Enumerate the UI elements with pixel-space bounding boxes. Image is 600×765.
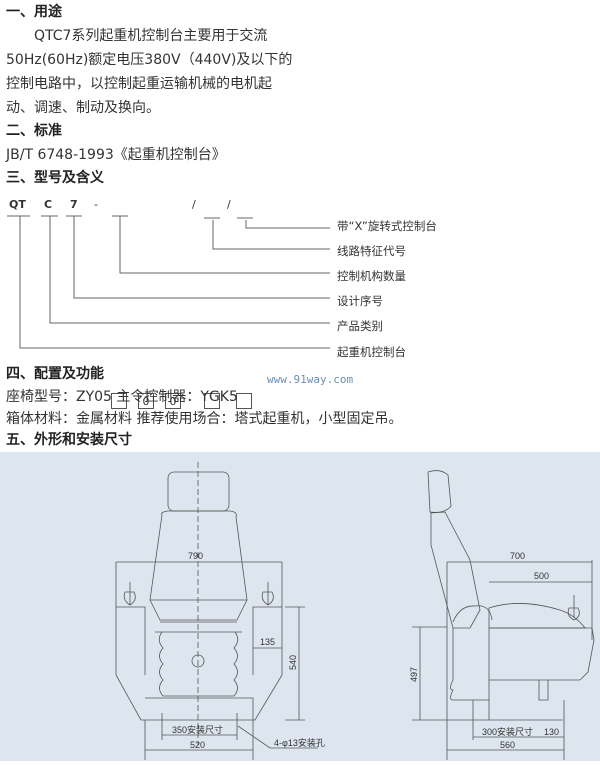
model-label-crane: 起重机控制台: [337, 345, 406, 359]
model-label-category: 产品类别: [337, 319, 383, 333]
usage-line: 动、调速、制动及换向。: [6, 100, 160, 116]
section-dimensions-heading: 五、外形和安装尺寸: [6, 432, 132, 448]
model-label-design: 设计序号: [337, 294, 383, 308]
model-part-qt: QT: [9, 198, 26, 211]
section-config-heading: 四、配置及功能: [6, 366, 104, 382]
model-label-rotary: 带“X”旋转式控制台: [337, 219, 437, 233]
model-label-count: 控制机构数量: [337, 269, 406, 283]
standard-text: JB/T 6748-1993《起重机控制台》: [6, 147, 226, 163]
side-view: [412, 470, 595, 760]
front-view: [115, 462, 318, 760]
model-box-rotary: [236, 393, 252, 409]
model-slash: /: [227, 198, 231, 211]
config-line: 箱体材料：金属材料 推荐使用场合：塔式起重机，小型固定吊。: [6, 411, 403, 427]
dim-500: 500: [534, 571, 549, 581]
dim-350: 350安装尺寸: [172, 724, 223, 735]
model-part-c: C: [44, 198, 53, 211]
dim-135: 135: [260, 637, 275, 647]
dim-holes: 4-φ13安装孔: [274, 737, 325, 748]
dim-520: 520: [190, 740, 205, 750]
section-model-heading: 三、型号及含义: [6, 170, 104, 186]
model-leader-lines: [7, 215, 330, 349]
model-part-7: 7: [70, 198, 78, 211]
usage-line: 50Hz(60Hz)额定电压380V（440V)及以下的: [6, 52, 293, 68]
model-box-count: [111, 393, 127, 409]
usage-line: QTC7系列起重机控制台主要用于交流: [34, 28, 268, 44]
model-dash: -: [94, 198, 98, 211]
config-line: 座椅型号：ZY05 主令控制器：YGK5: [6, 389, 238, 405]
usage-line: 控制电路中，以控制起重运输机械的电机起: [6, 76, 272, 92]
watermark: www.91way.com: [267, 373, 354, 386]
dim-497: 497: [409, 667, 419, 682]
dim-560: 560: [500, 740, 515, 750]
model-label-circuit: 线路特征代号: [337, 244, 406, 258]
section-usage-heading: 一、用途: [6, 4, 62, 20]
dim-790: 790: [188, 551, 203, 561]
model-box-0a: 0: [138, 393, 154, 409]
model-box-circuit: [204, 393, 220, 409]
model-slash: /: [192, 198, 196, 211]
model-box-0b: 0: [165, 393, 181, 409]
dim-130: 130: [544, 727, 559, 737]
dim-540: 540: [288, 655, 298, 670]
dim-700: 700: [510, 551, 525, 561]
dim-300: 300安装尺寸: [482, 726, 533, 737]
section-standard-heading: 二、标准: [6, 123, 62, 139]
dimension-drawing: 790 135 540 350安装尺寸 520 4-φ13安装孔 700 500…: [0, 452, 600, 761]
